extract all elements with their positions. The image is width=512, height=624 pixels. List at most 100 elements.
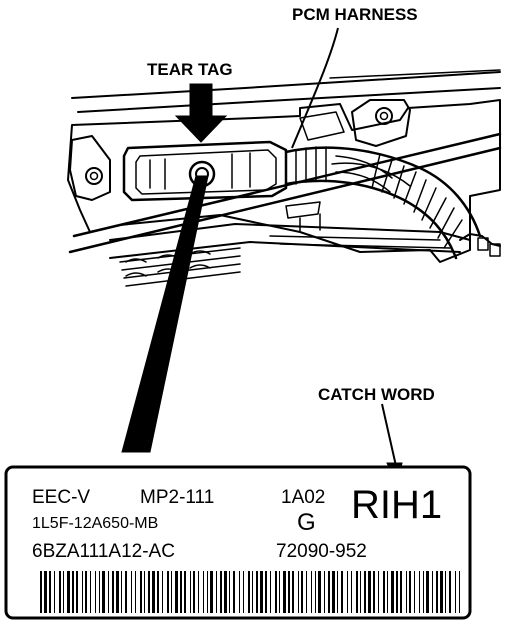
barcode-bar — [292, 571, 294, 613]
catch-word-callout: CATCH WORD — [318, 385, 435, 404]
barcode-bar — [373, 571, 375, 613]
panel-edge-second — [77, 87, 501, 113]
barcode-bar — [82, 571, 83, 613]
label-eec-v: EEC-V — [32, 487, 90, 508]
barcode-bar — [283, 571, 286, 613]
pcm-harness-leader — [291, 27, 339, 149]
barcode-bar — [298, 571, 299, 613]
barcode-bar — [184, 571, 186, 613]
barcode-bar — [203, 571, 204, 613]
cross-bar-lower — [68, 146, 502, 254]
label-calibration-code: 6BZA111A12-AC — [32, 541, 175, 562]
barcode-bar — [356, 571, 358, 613]
barcode-bar — [112, 571, 114, 613]
barcode-bar — [275, 571, 277, 613]
barcode-bar — [85, 571, 87, 613]
barcode-bar — [400, 571, 402, 613]
barcode-bar — [449, 571, 451, 613]
barcode-bar — [135, 571, 136, 613]
barcode-bar — [229, 571, 230, 613]
tear-tag-label: EEC-V MP2-111 1A02 RIH1 1L5F-12A650-MB G… — [4, 465, 472, 620]
barcode-bar — [40, 571, 42, 613]
barcode-bar — [233, 571, 235, 613]
barcode-bar — [157, 571, 159, 613]
barcode-bar — [436, 571, 438, 613]
barcode-bar — [162, 571, 163, 613]
base-rail-top — [109, 223, 471, 241]
barcode-bar — [383, 571, 385, 613]
harness-outline-bottom — [284, 179, 458, 260]
barcode-bar — [315, 571, 316, 613]
base-rail-bottom — [109, 241, 461, 259]
panel-edge-third — [329, 69, 501, 79]
mounting-bracket-left — [69, 135, 111, 201]
barcode-bar — [337, 571, 338, 613]
barcode-bar — [347, 571, 348, 613]
label-part-number: 1L5F-12A650-MB — [32, 515, 158, 532]
tear-tag-arrow — [174, 83, 228, 143]
barcode-bar — [459, 571, 460, 613]
base-tab-1 — [477, 237, 489, 251]
barcode-bar — [44, 571, 47, 613]
barcode-bar — [76, 571, 78, 613]
barcode-bar — [148, 571, 150, 613]
barcode-bar — [224, 571, 227, 613]
barcode-bar — [455, 571, 456, 613]
barcode-bar — [351, 571, 352, 613]
barcode-bar — [419, 571, 420, 613]
barcode-bar — [279, 571, 280, 613]
connector-ribs — [149, 152, 251, 190]
heatsink-bumps — [125, 250, 211, 277]
barcode-bar — [423, 571, 424, 613]
label-catch-word: RIH1 — [351, 483, 442, 527]
barcode-bar — [193, 571, 195, 613]
barcode-bar — [99, 571, 100, 613]
barcode-bar — [108, 571, 109, 613]
bolt-right-inner — [379, 111, 389, 121]
barcode-bar — [190, 571, 191, 613]
base-rail-ridges — [269, 235, 451, 249]
barcode-bar — [90, 571, 91, 613]
barcode-bar — [144, 571, 145, 613]
barcode-bar — [140, 571, 142, 613]
barcode-bar — [445, 571, 446, 613]
label-serial: 72090-952 — [276, 541, 367, 562]
lower-bracket — [285, 201, 321, 219]
barcode-bar — [260, 571, 263, 613]
label-g: G — [297, 509, 316, 536]
barcode-bar — [265, 571, 267, 613]
panel-edge-top — [71, 71, 501, 99]
pcm-harness-callout: PCM HARNESS — [292, 5, 418, 24]
barcode-bar — [171, 571, 172, 613]
barcode-bar — [49, 571, 51, 613]
barcode-bar — [243, 571, 244, 613]
barcode-bar — [311, 571, 312, 613]
connector-body — [122, 140, 288, 202]
barcode-bar — [167, 571, 169, 613]
barcode-bar — [131, 571, 132, 613]
barcode-bar — [414, 571, 415, 613]
bolt-right — [375, 107, 393, 125]
barcode-bar — [288, 571, 290, 613]
barcode-bar — [152, 571, 155, 613]
barcode-bar — [220, 571, 222, 613]
catch-word-leader — [381, 403, 397, 467]
barcode-bar — [360, 571, 361, 613]
pcm-drawing — [67, 69, 502, 287]
cross-bar-upper — [72, 132, 502, 238]
barcode-bar — [378, 571, 379, 613]
label-1a02: 1A02 — [281, 487, 325, 508]
barcode-bar — [175, 571, 178, 613]
barcode-bar — [426, 571, 429, 613]
bracket-right-side — [299, 111, 345, 141]
barcode-bar — [301, 571, 303, 613]
label-barcode — [40, 571, 460, 613]
barcode-bar — [210, 571, 213, 613]
barcode-bar — [207, 571, 208, 613]
barcode-bar — [406, 571, 407, 613]
barcode-bar — [332, 571, 335, 613]
barcode-bar — [116, 571, 119, 613]
barcode-bar — [198, 571, 199, 613]
